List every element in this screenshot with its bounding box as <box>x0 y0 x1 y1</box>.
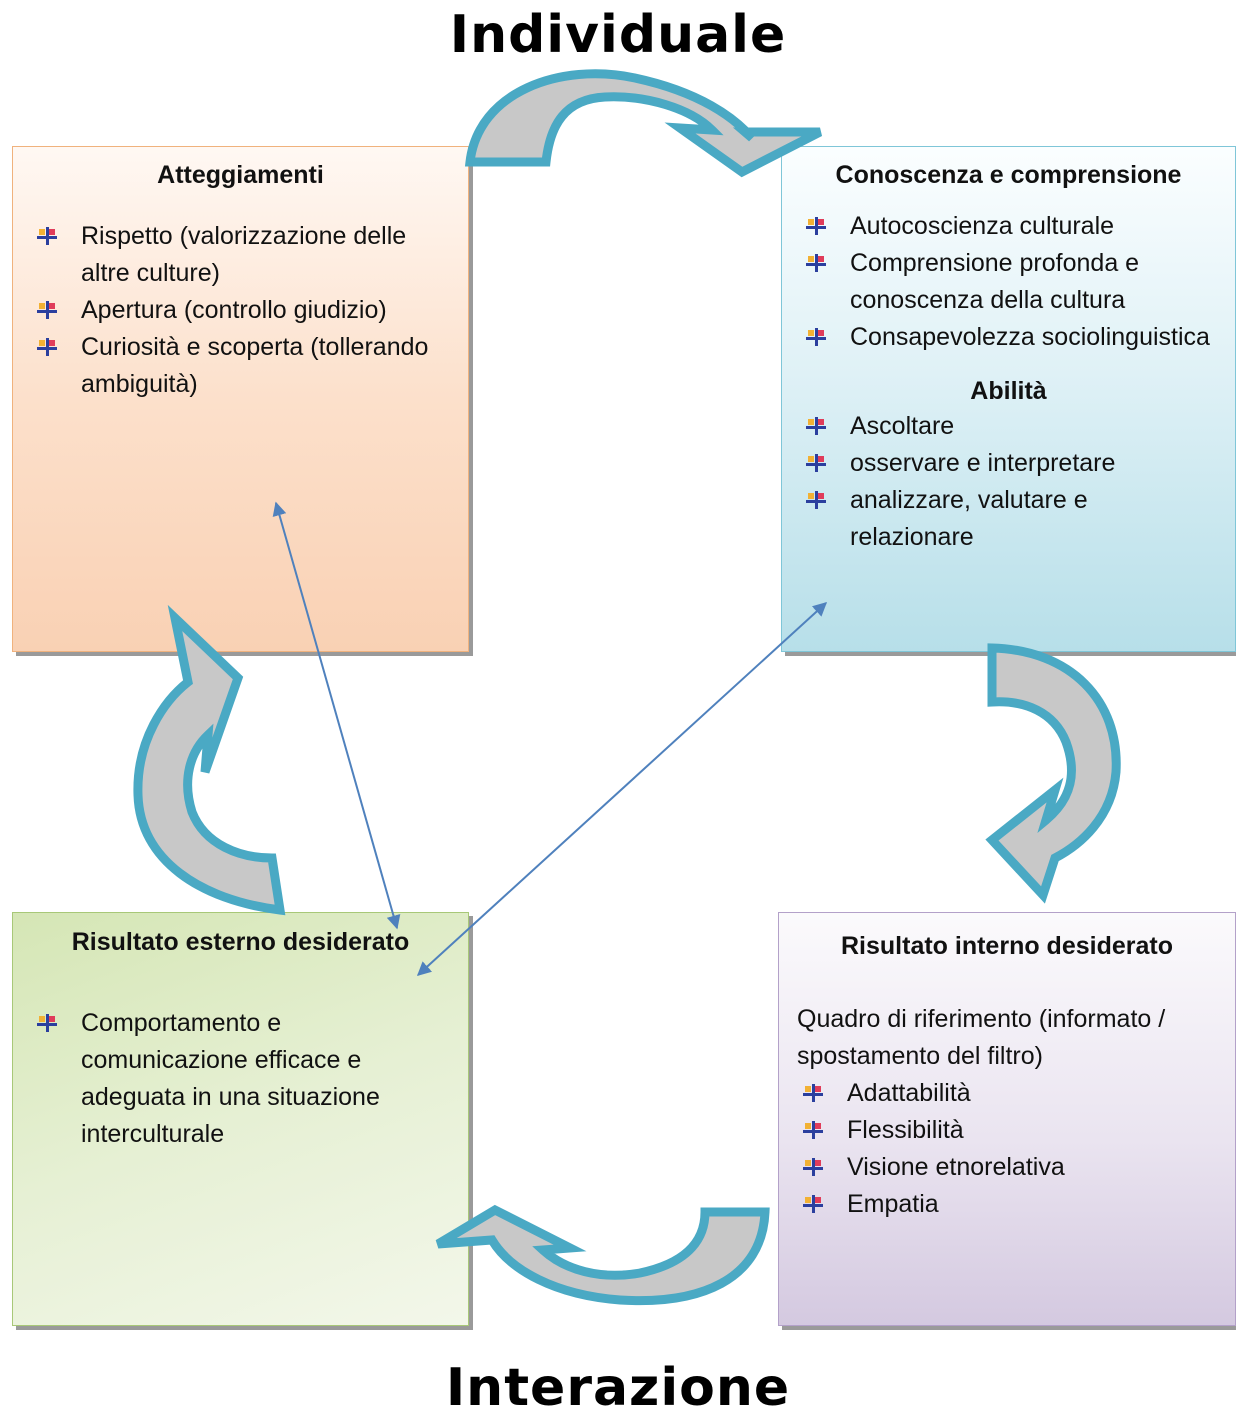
title-individuale: Individuale <box>449 5 787 65</box>
list-item-text: Comportamento e comunicazione efficace e… <box>81 1009 380 1148</box>
list-item: Ascoltare <box>800 408 1217 445</box>
bullet-icon <box>37 338 57 356</box>
list-item: Visione etnorelativa <box>797 1149 1217 1186</box>
internal-outcome-box: Risultato interno desiderato Quadro di r… <box>778 912 1236 1326</box>
external-outcome-box: Risultato esterno desiderato Comportamen… <box>12 912 469 1326</box>
bullet-icon <box>806 491 826 509</box>
list-item: Autocoscienza culturale <box>800 208 1217 245</box>
list-item: Comportamento e comunicazione efficace e… <box>31 1005 450 1153</box>
attitudes-box: Atteggiamenti Rispetto (valorizzazione d… <box>12 146 469 652</box>
list-item-text: Rispetto (valorizzazione delle altre cul… <box>81 222 407 287</box>
external-title: Risultato esterno desiderato <box>71 928 410 956</box>
curved-arrow-left <box>133 604 286 916</box>
list-item-text: Empatia <box>847 1190 939 1218</box>
bullet-icon <box>803 1158 823 1176</box>
external-list: Comportamento e comunicazione efficace e… <box>31 1005 450 1153</box>
curved-arrow-right <box>985 643 1121 904</box>
bullet-icon <box>806 454 826 472</box>
list-item-text: Visione etnorelativa <box>847 1153 1065 1181</box>
internal-intro: Quadro di riferimento (informato / spost… <box>797 1005 1166 1070</box>
knowledge-title: Conoscenza e comprensione <box>835 161 1182 189</box>
curved-arrow-top <box>464 69 823 178</box>
knowledge-list: Autocoscienza culturale Comprensione pro… <box>800 208 1217 356</box>
skills-title: Abilità <box>970 377 1047 405</box>
bullet-icon <box>803 1084 823 1102</box>
bullet-icon <box>37 227 57 245</box>
list-item: analizzare, valutare e relazionare <box>800 482 1217 556</box>
connector-knowledge-external <box>416 602 828 976</box>
list-item-text: Autocoscienza culturale <box>850 212 1115 240</box>
bullet-icon <box>806 328 826 346</box>
bullet-icon <box>37 301 57 319</box>
list-item: Comprensione profonda e conoscenza della… <box>800 245 1217 319</box>
title-interazione: Interazione <box>445 1358 791 1418</box>
list-item-text: analizzare, valutare e relazionare <box>850 486 1088 551</box>
list-item-text: Curiosità e scoperta (tollerando ambigui… <box>81 333 429 398</box>
skills-list: Ascoltare osservare e interpretare anali… <box>800 408 1217 556</box>
list-item: Apertura (controllo giudizio) <box>31 292 450 329</box>
bullet-icon <box>806 217 826 235</box>
internal-title: Risultato interno desiderato <box>841 932 1173 960</box>
list-item: Curiosità e scoperta (tollerando ambigui… <box>31 329 450 403</box>
curved-arrow-bottom <box>435 1204 770 1306</box>
list-item: Consapevolezza sociolinguistica <box>800 319 1217 356</box>
list-item: osservare e interpretare <box>800 445 1217 482</box>
bullet-icon <box>806 254 826 272</box>
list-item-text: Adattabilità <box>847 1079 971 1107</box>
list-item-text: osservare e interpretare <box>850 449 1116 477</box>
list-item-text: Comprensione profonda e conoscenza della… <box>850 249 1140 314</box>
knowledge-box: Conoscenza e comprensione Autocoscienza … <box>781 146 1236 652</box>
bullet-icon <box>37 1014 57 1032</box>
list-item-text: Consapevolezza sociolinguistica <box>850 323 1210 351</box>
attitudes-list: Rispetto (valorizzazione delle altre cul… <box>31 218 450 403</box>
bullet-icon <box>803 1195 823 1213</box>
bullet-icon <box>806 417 826 435</box>
list-item: Rispetto (valorizzazione delle altre cul… <box>31 218 450 292</box>
internal-list: Adattabilità Flessibilità Visione etnore… <box>797 1075 1217 1223</box>
list-item-text: Flessibilità <box>847 1116 964 1144</box>
attitudes-title: Atteggiamenti <box>157 161 324 189</box>
list-item: Adattabilità <box>797 1075 1217 1112</box>
bullet-icon <box>803 1121 823 1139</box>
list-item-text: Apertura (controllo giudizio) <box>81 296 387 324</box>
list-item-text: Ascoltare <box>850 412 955 440</box>
list-item: Flessibilità <box>797 1112 1217 1149</box>
list-item: Empatia <box>797 1186 1217 1223</box>
